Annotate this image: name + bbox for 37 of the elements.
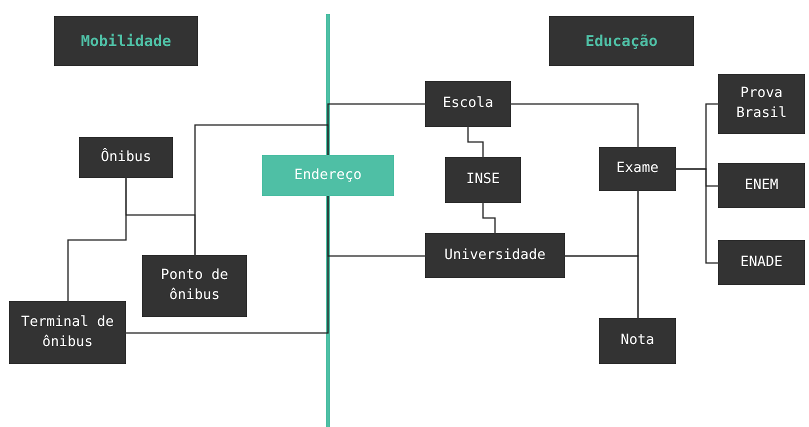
node-label: Terminal de ônibus xyxy=(20,312,115,352)
connector-line xyxy=(565,255,639,318)
connector-line xyxy=(482,203,496,233)
entity-box xyxy=(79,137,173,178)
connector-line xyxy=(467,127,484,157)
entity-box xyxy=(445,157,521,203)
node-label: Ponto de ônibus xyxy=(160,266,230,305)
entity-box xyxy=(718,163,805,208)
central-entity-box xyxy=(262,155,394,196)
node-label: Ônibus xyxy=(100,148,152,167)
entity-box xyxy=(142,255,247,317)
connector-line xyxy=(67,178,127,301)
node-label: Endereço xyxy=(294,166,362,185)
section-heading-box xyxy=(54,16,198,66)
entity-box xyxy=(425,233,565,278)
connector-line xyxy=(327,103,425,155)
node-label: ENADE xyxy=(740,252,783,272)
entity-box xyxy=(599,147,676,191)
node-label: ENEM xyxy=(744,176,778,195)
node-label: Universidade xyxy=(444,246,546,265)
section-heading-box xyxy=(549,16,694,66)
entity-box xyxy=(9,301,126,364)
connector-line xyxy=(327,196,425,257)
entity-box xyxy=(718,240,805,285)
entity-box xyxy=(425,81,511,127)
connector-line xyxy=(194,124,329,255)
entity-box xyxy=(718,74,805,134)
node-label: Educação xyxy=(585,30,658,52)
node-label: INSE xyxy=(466,170,500,190)
connector-line xyxy=(676,168,718,264)
node-label: Prova Brasil xyxy=(735,84,788,123)
entity-box xyxy=(599,318,676,364)
node-label: Nota xyxy=(620,331,654,350)
node-label: Mobilidade xyxy=(80,30,172,52)
connector-line xyxy=(511,103,639,147)
node-label: Exame xyxy=(616,159,659,178)
node-label: Escola xyxy=(442,94,494,114)
